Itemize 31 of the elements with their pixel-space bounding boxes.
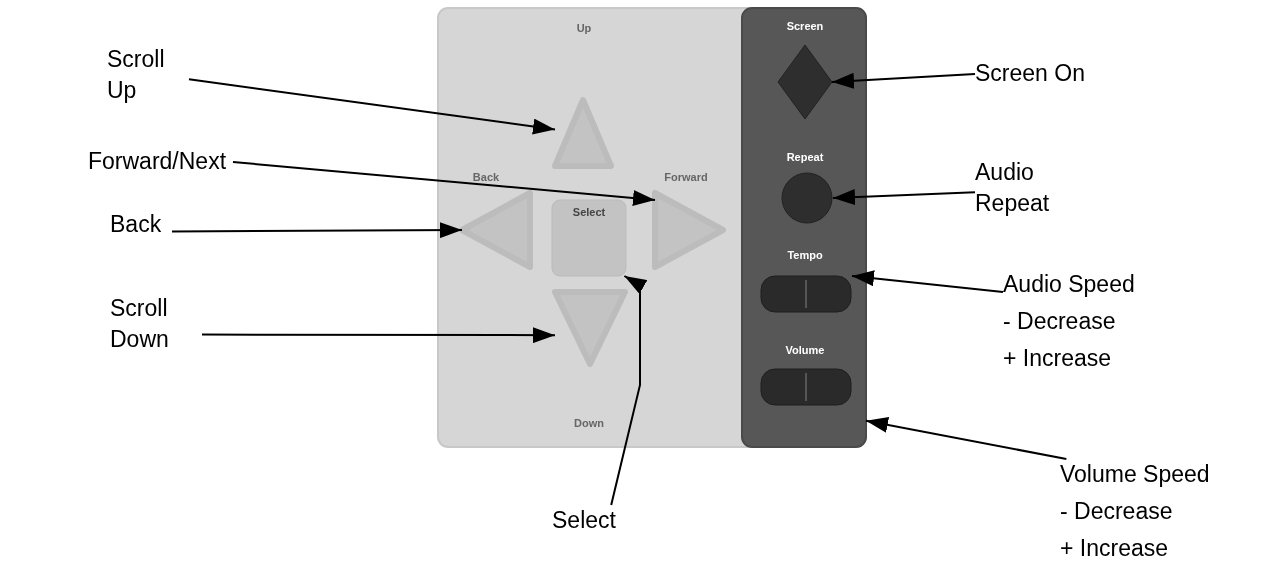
arrow <box>610 275 648 506</box>
button-label: Volume <box>785 344 825 356</box>
callout-label: Select <box>552 506 617 535</box>
callout-label: Audio Speed <box>1003 270 1136 299</box>
callout-label: Audio Repeat <box>975 158 1051 218</box>
callout-note: - Decrease <box>1060 497 1174 526</box>
arrow <box>832 189 976 206</box>
callout-label: Scroll Up <box>107 45 166 105</box>
arrow <box>188 78 556 135</box>
button-label: Forward <box>664 171 708 183</box>
callout-note: + Increase <box>1003 344 1113 373</box>
arrow <box>201 327 556 344</box>
button-label: Select <box>572 206 606 218</box>
arrow <box>865 416 1068 460</box>
callout-label: Back <box>110 210 163 239</box>
arrow <box>232 161 656 206</box>
callout-label: Screen On <box>975 59 1086 88</box>
callout-label: Volume Speed <box>1060 460 1211 489</box>
arrow <box>851 270 1004 293</box>
button-label: Back <box>472 171 500 183</box>
button-label: Up <box>576 22 592 34</box>
button-label: Screen <box>786 20 824 32</box>
arrow <box>831 72 976 89</box>
button-label: Tempo <box>787 249 823 261</box>
arrow <box>171 222 463 239</box>
callout-note: + Increase <box>1060 534 1170 563</box>
button-label: Down <box>574 417 604 429</box>
callout-note: - Decrease <box>1003 307 1117 336</box>
button-label: Repeat <box>786 151 824 163</box>
callout-label: Forward/Next <box>88 147 228 176</box>
callout-label: Scroll Down <box>110 294 170 354</box>
